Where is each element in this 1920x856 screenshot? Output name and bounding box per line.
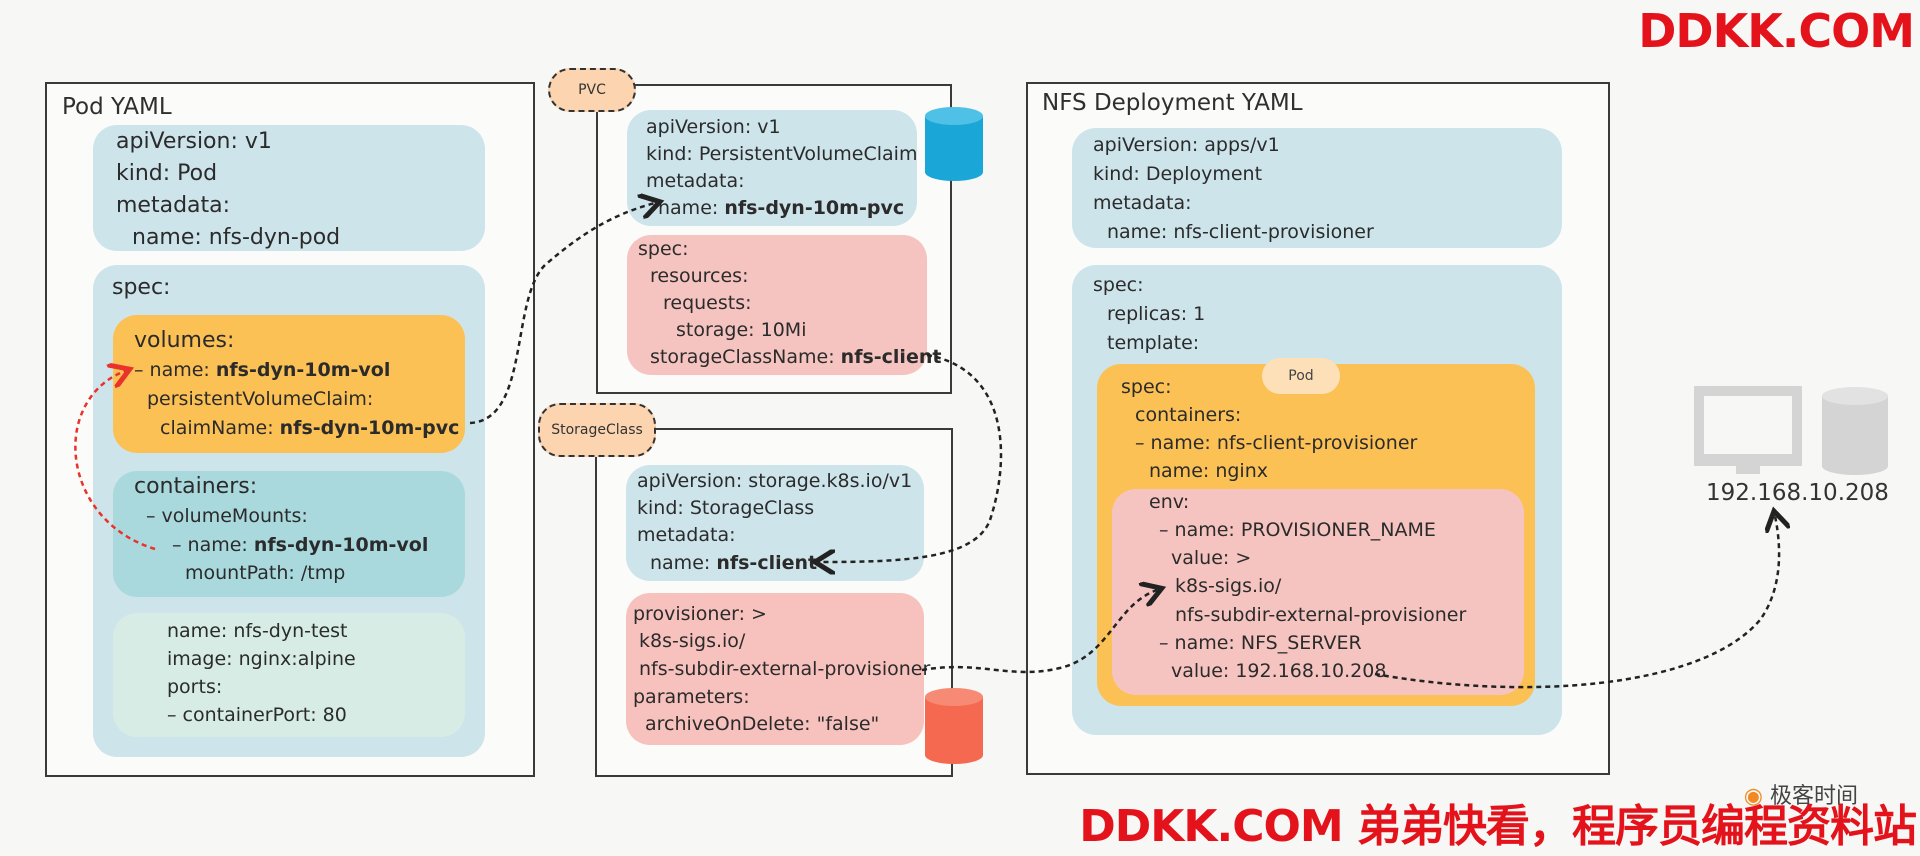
pvc-metadata-label: metadata: — [646, 170, 745, 192]
watermark-top: DDKK.COM — [1638, 4, 1915, 58]
sc-provisioner-name: nfs-subdir-external-provisioner — [639, 658, 931, 680]
pvc-to-storageclass-arrow — [820, 353, 1003, 562]
volume-mount-link-arrow — [74, 371, 156, 551]
sc-name-key: name: — [650, 552, 717, 574]
nfs-template: template: — [1107, 332, 1200, 354]
server-ip: 192.168.10.208 — [1706, 480, 1889, 506]
claim-name-key: claimName: — [160, 417, 280, 439]
volume-mounts-label: – volumeMounts: — [146, 505, 308, 527]
pvc-tag: PVC — [548, 68, 636, 112]
nfs-server-link-arrow — [1374, 516, 1779, 689]
volume-name-key: – name: — [134, 359, 216, 381]
mount-name-value: nfs-dyn-10m-vol — [253, 534, 429, 556]
mount-name: – name: nfs-dyn-10m-vol — [172, 536, 428, 555]
env-provisioner-full: nfs-subdir-external-provisioner — [1175, 604, 1467, 626]
env-nfs-server-value: value: 192.168.10.208 — [1171, 660, 1387, 682]
pvc-sc-key: storageClassName: — [650, 346, 841, 368]
storageclass-tag: StorageClass — [538, 403, 656, 457]
nfs-pod-spec-label: spec: — [1121, 376, 1172, 398]
sc-api-version: apiVersion: storage.k8s.io/v1 — [637, 470, 913, 492]
nfs-pod-containers: containers: — [1135, 404, 1242, 426]
pod-spec-label: spec: — [112, 275, 171, 300]
env-label: env: — [1149, 491, 1190, 513]
pvc-spec-label: spec: — [638, 238, 689, 260]
provisioner-link-arrow — [921, 590, 1157, 674]
claim-name-value: nfs-dyn-10m-pvc — [279, 417, 460, 439]
nfs-spec-label: spec: — [1093, 274, 1144, 296]
pod-metadata-label: metadata: — [116, 193, 231, 218]
pvc-kind: kind: PersistentVolumeClaim — [646, 143, 918, 165]
volume-claim-name: claimName: nfs-dyn-10m-pvc — [160, 419, 459, 438]
env-provisioner-name: – name: PROVISIONER_NAME — [1159, 519, 1436, 541]
nfs-metadata-block — [1072, 128, 1562, 248]
storageclass-spec-block — [626, 593, 924, 745]
sc-name: name: nfs-client — [650, 554, 817, 573]
pvc-name-value: nfs-dyn-10m-pvc — [724, 197, 905, 219]
volume-pvc-key: persistentVolumeClaim: — [147, 388, 374, 410]
watermark-bottom: DDKK.COM 弟弟快看，程序员编程资料站 — [1079, 801, 1917, 852]
volume-name: – name: nfs-dyn-10m-vol — [134, 361, 390, 380]
sc-name-value: nfs-client — [716, 552, 818, 574]
env-provisioner-value: value: > — [1171, 547, 1252, 569]
pod-yaml-title: Pod YAML — [62, 94, 172, 120]
pod-container-details-block — [113, 613, 465, 737]
volume-name-value: nfs-dyn-10m-vol — [215, 359, 391, 381]
env-nfs-server-name: – name: NFS_SERVER — [1159, 632, 1362, 654]
container-name: name: nfs-dyn-test — [167, 620, 348, 642]
pvc-name-key: name: — [658, 197, 725, 219]
nfs-server-monitor-icon — [1694, 386, 1802, 474]
pvc-storage-class: storageClassName: nfs-client — [650, 348, 941, 367]
sc-archive-on-delete: archiveOnDelete: "false" — [645, 713, 880, 735]
containers-label: containers: — [134, 474, 258, 499]
pod-volumes-block — [113, 315, 465, 453]
geek-logo-text: 极客时间 — [1769, 784, 1858, 809]
pvc-name: name: nfs-dyn-10m-pvc — [658, 199, 904, 218]
pvc-spec-block — [627, 235, 927, 375]
pod-containers-block — [113, 471, 465, 597]
nfs-deploy-title: NFS Deployment YAML — [1042, 90, 1303, 116]
pod-api-version: apiVersion: v1 — [116, 129, 272, 154]
nfs-pod-tag: Pod — [1262, 358, 1340, 394]
sc-kind: kind: StorageClass — [637, 497, 815, 519]
env-provisioner-domain: k8s-sigs.io/ — [1175, 575, 1282, 597]
pvc-storage-cylinder-icon — [925, 107, 983, 181]
nfs-server-disk-icon — [1822, 387, 1888, 475]
nfs-env-block — [1112, 489, 1524, 695]
sc-provisioner-domain: k8s-sigs.io/ — [639, 630, 746, 652]
mount-path: mountPath: /tmp — [185, 562, 346, 584]
nfs-container-name: – name: nfs-client-provisioner — [1135, 432, 1418, 454]
container-image: image: nginx:alpine — [167, 648, 356, 670]
pvc-sc-value: nfs-client — [840, 346, 942, 368]
container-ports: ports: — [167, 676, 223, 698]
sc-provisioner: provisioner: > — [633, 603, 767, 625]
pvc-resources: resources: — [650, 265, 749, 287]
container-port: – containerPort: 80 — [167, 704, 347, 726]
geek-time-logo: ◉ 极客时间 — [1744, 778, 1858, 810]
geek-logo-icon: ◉ — [1743, 784, 1763, 809]
nfs-api-version: apiVersion: apps/v1 — [1093, 134, 1280, 156]
nfs-kind: kind: Deployment — [1093, 163, 1263, 185]
claim-to-pvc-arrow — [469, 203, 655, 425]
mount-name-key: – name: — [172, 534, 254, 556]
pvc-api-version: apiVersion: v1 — [646, 116, 781, 138]
sc-metadata-label: metadata: — [637, 524, 736, 546]
nfs-metadata-label: metadata: — [1093, 192, 1192, 214]
storageclass-cylinder-icon — [925, 688, 983, 764]
nfs-name: name: nfs-client-provisioner — [1107, 221, 1374, 243]
pod-kind: kind: Pod — [116, 161, 218, 186]
storageclass-metadata-block — [626, 465, 924, 581]
sc-parameters: parameters: — [633, 686, 750, 708]
nfs-container-nginx: name: nginx — [1149, 460, 1268, 482]
nfs-replicas: replicas: 1 — [1107, 303, 1206, 325]
pvc-storage: storage: 10Mi — [676, 319, 807, 341]
volumes-label: volumes: — [134, 328, 235, 353]
pod-name: name: nfs-dyn-pod — [132, 225, 341, 250]
pvc-requests: requests: — [663, 292, 752, 314]
pod-metadata-block — [93, 125, 485, 251]
pvc-metadata-block — [627, 110, 917, 226]
